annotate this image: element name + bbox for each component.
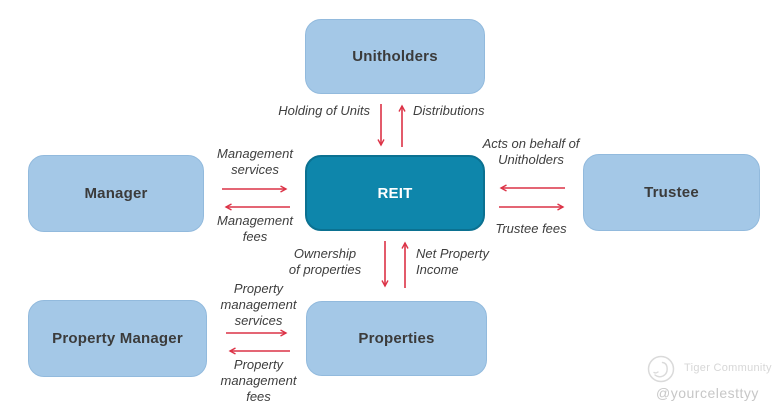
node-trustee-label: Trustee (644, 184, 699, 201)
edge-label-acts-on-behalf: Acts on behalf of Unitholders (482, 136, 580, 167)
node-property-manager: Property Manager (28, 300, 207, 377)
node-properties: Properties (306, 301, 487, 376)
edge-label-distributions: Distributions (413, 103, 485, 118)
node-manager: Manager (28, 155, 204, 232)
edge-label-management-fees: Management fees (217, 213, 293, 244)
edge-label-management-services: Management services (217, 146, 293, 177)
tiger-community-logo-icon (647, 355, 675, 383)
edge-label-property-management-fees: Property management fees (220, 357, 297, 404)
edge-label-ownership-of-properties: Ownership of properties (288, 246, 362, 277)
node-reit-label: REIT (377, 184, 413, 202)
edge-label-holding-of-units: Holding of Units (278, 103, 370, 118)
node-properties-label: Properties (358, 330, 435, 347)
edge-label-trustee-fees: Trustee fees (495, 221, 567, 236)
edge-label-property-management-services: Property management services (220, 281, 297, 328)
node-property-manager-label: Property Manager (52, 330, 183, 347)
watermark-handle: @yourcelesttyy (656, 385, 759, 401)
node-unitholders: Unitholders (305, 19, 485, 94)
node-manager-label: Manager (84, 185, 148, 202)
edge-label-net-property-income: Net Property Income (416, 246, 489, 277)
node-unitholders-label: Unitholders (352, 48, 438, 65)
node-trustee: Trustee (583, 154, 760, 231)
watermark-brand: Tiger Community (684, 362, 772, 374)
node-reit: REIT (305, 155, 485, 231)
